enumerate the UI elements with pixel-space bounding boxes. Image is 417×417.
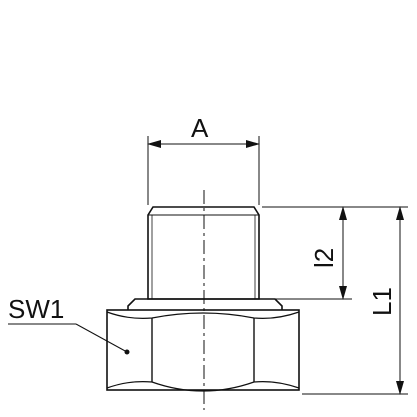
dimension-l2-label: l2 (309, 248, 339, 268)
dimension-l1-label: L1 (367, 287, 397, 316)
dimension-a (147, 136, 260, 205)
collar (127, 298, 283, 310)
sw1-leader-dot (124, 349, 130, 355)
extension-lines (262, 206, 408, 395)
sw1-label: SW1 (8, 294, 64, 324)
hex-body (106, 309, 300, 392)
sw1-leader-diagonal (75, 323, 128, 353)
dimension-a-label: A (191, 113, 209, 143)
